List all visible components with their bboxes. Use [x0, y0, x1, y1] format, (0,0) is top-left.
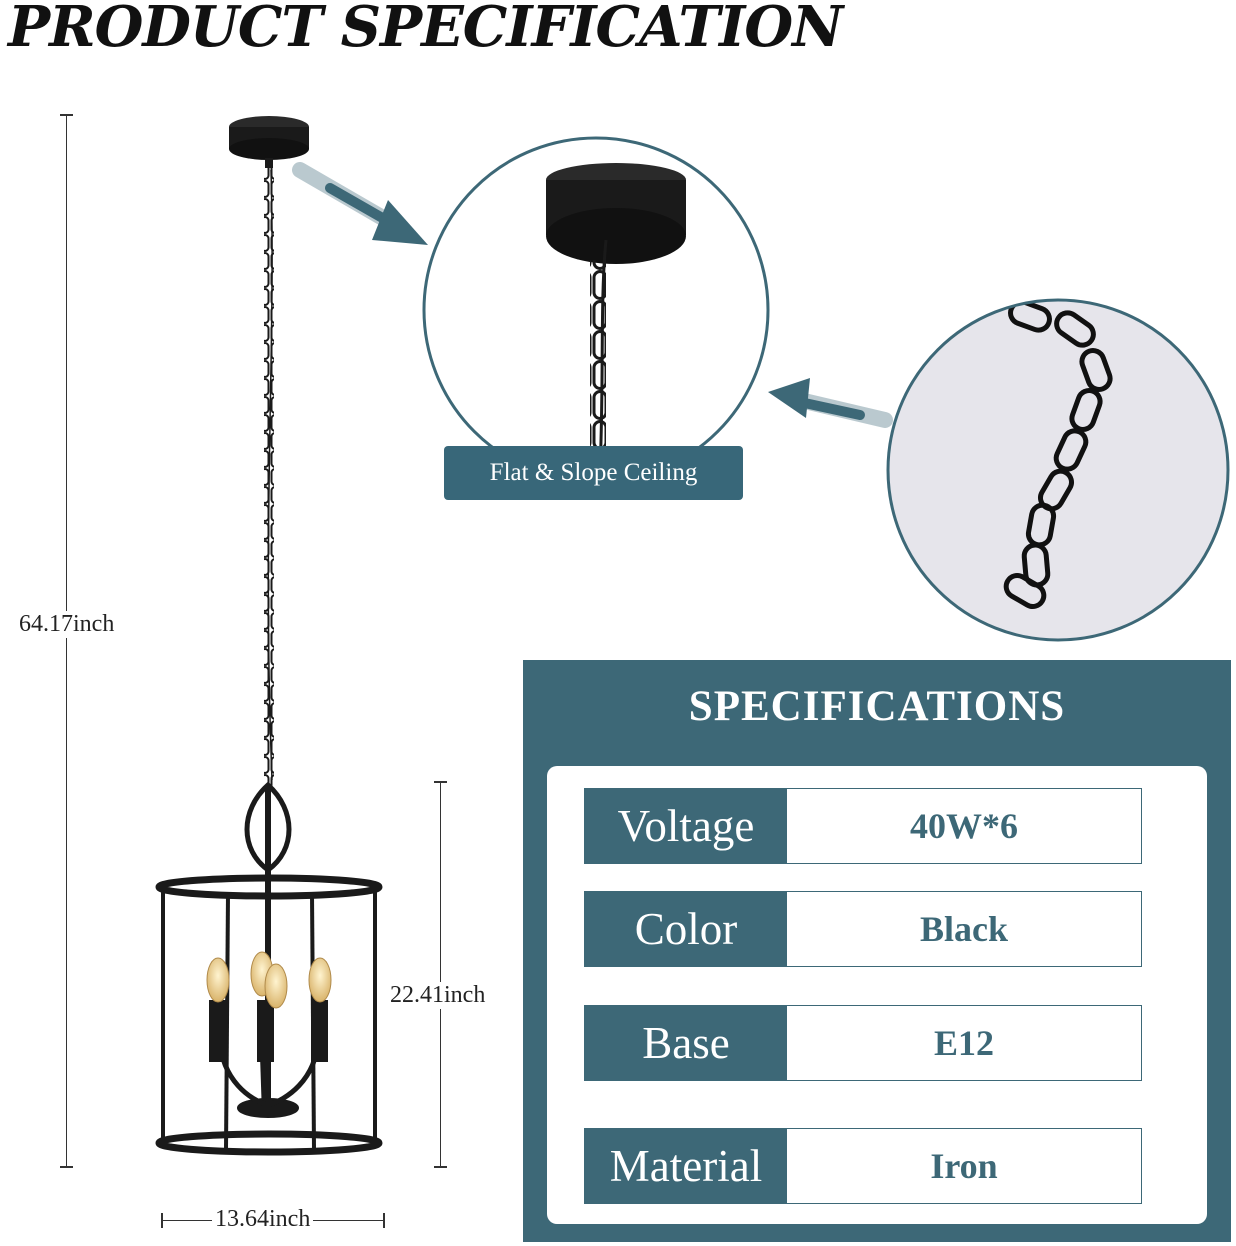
spec-value: Iron — [930, 1146, 998, 1186]
body-height-bottom-tick — [434, 1166, 447, 1168]
candle-sockets-icon — [209, 1000, 328, 1062]
total-height-line — [66, 114, 67, 1168]
total-height-label: 64.17inch — [19, 611, 115, 638]
spec-label: Voltage — [585, 789, 787, 863]
body-height-label: 22.41inch — [390, 982, 486, 1009]
spec-label: Color — [585, 892, 787, 966]
bulbs-icon — [206, 951, 332, 1009]
specifications-panel: SPECIFICATIONS Voltage 40W*6 Color Black… — [523, 660, 1231, 1242]
body-height-line — [440, 781, 441, 1168]
canopy-icon — [229, 116, 309, 168]
width-right-tick — [383, 1213, 385, 1228]
spec-label: Base — [585, 1006, 787, 1080]
arrow-left-icon — [768, 378, 893, 428]
arrow-right-icon — [292, 162, 428, 245]
spec-value: E12 — [933, 1023, 994, 1063]
specifications-card: Voltage 40W*6 Color Black Base E12 Mater… — [547, 766, 1207, 1224]
ceiling-type-badge: Flat & Slope Ceiling — [444, 446, 743, 500]
canopy-zoom-circle — [422, 136, 770, 484]
spec-row-material: Material Iron — [584, 1128, 1142, 1204]
spec-row-color: Color Black — [584, 891, 1142, 967]
total-height-bottom-tick — [60, 1166, 73, 1168]
spec-row-base: Base E12 — [584, 1005, 1142, 1081]
spec-label: Material — [585, 1129, 787, 1203]
spec-value: Black — [919, 909, 1008, 949]
width-label: 13.64inch — [212, 1206, 314, 1233]
chain-zoom-circle — [886, 298, 1230, 642]
spec-row-voltage: Voltage 40W*6 — [584, 788, 1142, 864]
specifications-heading: SPECIFICATIONS — [688, 683, 1066, 730]
spec-value: 40W*6 — [910, 806, 1018, 846]
page-title: PRODUCT SPECIFICATION — [8, 0, 843, 60]
